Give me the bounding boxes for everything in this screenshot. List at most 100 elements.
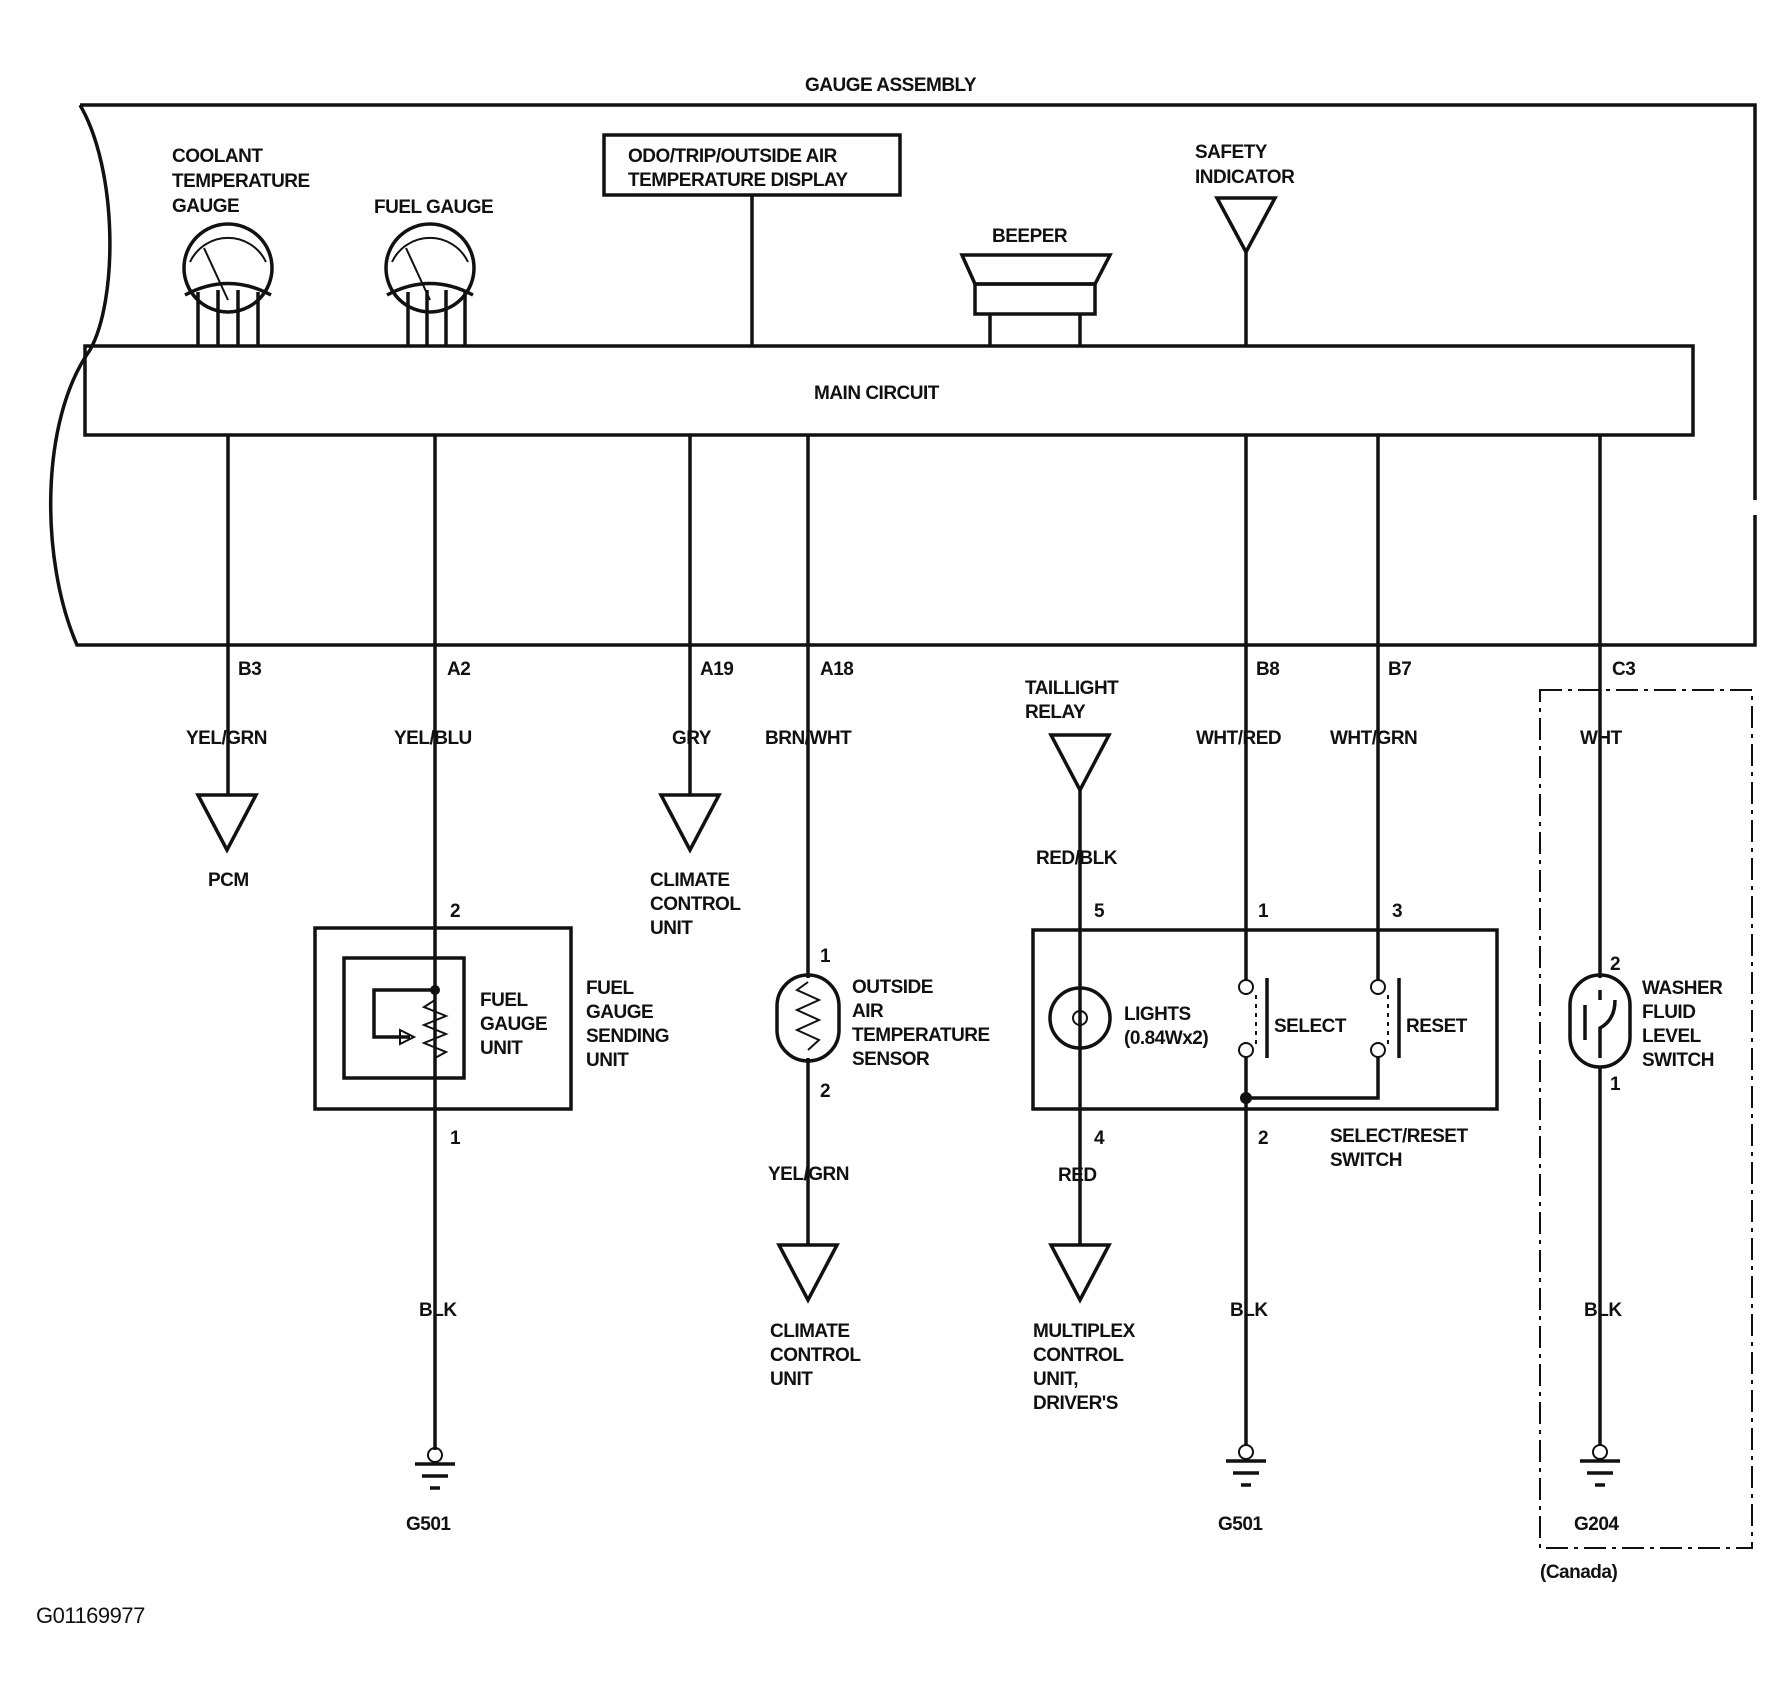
beeper: BEEPER bbox=[959, 226, 1113, 346]
wire-color-a2-ground: BLK bbox=[419, 1300, 457, 1321]
pin-a18-top: 1 bbox=[820, 946, 831, 967]
wire-color-taillight: RED/BLK bbox=[1036, 848, 1118, 869]
wire-color-b7: WHT/GRN bbox=[1330, 728, 1417, 749]
wire-color-a18: BRN/WHT bbox=[765, 728, 852, 749]
terminal-b3: B3 bbox=[238, 659, 261, 680]
odo-display-label-1: ODO/TRIP/OUTSIDE AIR bbox=[628, 146, 838, 167]
switch-name-2: SWITCH bbox=[1330, 1150, 1402, 1171]
climate-unit-a18-label-3: UNIT bbox=[770, 1369, 813, 1390]
wire-color-b8: WHT/RED bbox=[1196, 728, 1281, 749]
fuel-gauge-unit-label-1: FUEL bbox=[480, 990, 529, 1011]
main-circuit-label: MAIN CIRCUIT bbox=[814, 383, 940, 404]
ground-g204: G204 bbox=[1574, 1514, 1619, 1535]
wire-color-lights-bottom: RED bbox=[1058, 1165, 1097, 1186]
coolant-gauge-label-3: GAUGE bbox=[172, 196, 239, 217]
wire-color-a18-bottom: YEL/GRN bbox=[768, 1164, 849, 1185]
sensor-label-2: AIR bbox=[852, 1001, 884, 1022]
circuit-b8: B8 WHT/RED 1 SELECT 2 BLK G501 bbox=[1196, 435, 1380, 1535]
climate-unit-a19-label-2: CONTROL bbox=[650, 894, 741, 915]
taillight-relay-label-2: RELAY bbox=[1025, 702, 1086, 723]
fuel-sending-unit-label-4: UNIT bbox=[586, 1050, 629, 1071]
climate-unit-a19-label-3: UNIT bbox=[650, 918, 693, 939]
washer-switch-label-1: WASHER bbox=[1642, 978, 1723, 999]
coolant-temperature-gauge: COOLANT TEMPERATURE GAUGE bbox=[172, 146, 310, 346]
pin-washer-top: 2 bbox=[1610, 954, 1620, 975]
safety-indicator: SAFETY INDICATOR bbox=[1195, 142, 1296, 346]
temperature-sensor-symbol bbox=[775, 973, 841, 1063]
wire-color-b3: YEL/GRN bbox=[186, 728, 267, 749]
safety-indicator-label-1: SAFETY bbox=[1195, 142, 1268, 163]
ground-g501-right: G501 bbox=[1218, 1514, 1263, 1535]
fuel-gauge-label: FUEL GAUGE bbox=[374, 197, 493, 218]
coolant-gauge-label-2: TEMPERATURE bbox=[172, 171, 310, 192]
ground-symbol bbox=[415, 1447, 455, 1490]
climate-unit-a18-label-2: CONTROL bbox=[770, 1345, 861, 1366]
circuit-a2: A2 YEL/BLU 2 FUEL GAUGE UNIT FUEL GAUGE … bbox=[313, 435, 670, 1535]
gauge-assembly: GAUGE ASSEMBLY bbox=[48, 75, 1757, 647]
fuel-sending-unit-label-2: GAUGE bbox=[586, 1002, 653, 1023]
climate-unit-a18-label-1: CLIMATE bbox=[770, 1321, 850, 1342]
wire-color-a2: YEL/BLU bbox=[394, 728, 472, 749]
sensor-label-1: OUTSIDE bbox=[852, 977, 933, 998]
pin-lights-top: 5 bbox=[1094, 901, 1105, 922]
odo-display-label-2: TEMPERATURE DISPLAY bbox=[628, 170, 848, 191]
beeper-label: BEEPER bbox=[992, 226, 1068, 247]
pcm-label: PCM bbox=[208, 870, 249, 891]
canada-note: (Canada) bbox=[1540, 1562, 1617, 1583]
pin-washer-bottom: 1 bbox=[1610, 1074, 1621, 1095]
light-bulb-icon bbox=[1048, 986, 1112, 1050]
lights-rating: (0.84Wx2) bbox=[1124, 1028, 1208, 1049]
washer-switch-label-2: FLUID bbox=[1642, 1002, 1695, 1023]
pin-a2-bottom: 1 bbox=[450, 1128, 461, 1149]
washer-switch-label-4: SWITCH bbox=[1642, 1050, 1714, 1071]
wire-color-c3: WHT bbox=[1580, 728, 1623, 749]
fuel-sending-unit-label-3: SENDING bbox=[586, 1026, 669, 1047]
pin-reset-top: 3 bbox=[1392, 901, 1402, 922]
pin-a2-top: 2 bbox=[450, 901, 460, 922]
circuit-taillight: TAILLIGHT RELAY RED/BLK 5 LIGHTS (0.84Wx… bbox=[1025, 678, 1209, 1414]
sensor-label-4: SENSOR bbox=[852, 1049, 930, 1070]
fuel-gauge: FUEL GAUGE bbox=[374, 197, 494, 346]
select-reset-switch: SELECT/RESET SWITCH bbox=[1031, 928, 1499, 1171]
terminal-b8: B8 bbox=[1256, 659, 1279, 680]
gauge-assembly-title: GAUGE ASSEMBLY bbox=[805, 75, 977, 96]
wire-color-b8-ground: BLK bbox=[1230, 1300, 1268, 1321]
terminal-b7: B7 bbox=[1388, 659, 1411, 680]
figure-id: G01169977 bbox=[36, 1603, 145, 1628]
terminal-c3: C3 bbox=[1612, 659, 1635, 680]
pin-select-top: 1 bbox=[1258, 901, 1269, 922]
taillight-relay-label-1: TAILLIGHT bbox=[1025, 678, 1119, 699]
circuit-b3: B3 YEL/GRN PCM bbox=[186, 435, 267, 891]
circuit-c3: C3 WHT 2 1 WASHER FLUID LEVEL SWITCH BLK… bbox=[1539, 435, 1753, 1583]
wire-color-c3-ground: BLK bbox=[1584, 1300, 1622, 1321]
sensor-label-3: TEMPERATURE bbox=[852, 1025, 990, 1046]
washer-switch-label-3: LEVEL bbox=[1642, 1026, 1702, 1047]
pin-lights-bottom: 4 bbox=[1094, 1128, 1105, 1149]
main-circuit: MAIN CIRCUIT bbox=[83, 344, 1695, 437]
ground-symbol bbox=[1580, 1444, 1620, 1487]
select-switch-label: SELECT bbox=[1274, 1016, 1347, 1037]
odo-trip-display: ODO/TRIP/OUTSIDE AIR TEMPERATURE DISPLAY bbox=[602, 133, 902, 346]
ground-g501-left: G501 bbox=[406, 1514, 451, 1535]
climate-unit-a19-label-1: CLIMATE bbox=[650, 870, 730, 891]
safety-indicator-label-2: INDICATOR bbox=[1195, 167, 1295, 188]
fuel-gauge-unit-label-3: UNIT bbox=[480, 1038, 523, 1059]
multiplex-label-4: DRIVER'S bbox=[1033, 1393, 1118, 1414]
pin-a18-bottom: 2 bbox=[820, 1081, 830, 1102]
level-switch-symbol bbox=[1568, 973, 1632, 1069]
coolant-gauge-label-1: COOLANT bbox=[172, 146, 263, 167]
lights-label: LIGHTS bbox=[1124, 1004, 1191, 1025]
circuit-a19: A19 GRY CLIMATE CONTROL UNIT bbox=[650, 435, 742, 939]
multiplex-label-2: CONTROL bbox=[1033, 1345, 1124, 1366]
switch-name-1: SELECT/RESET bbox=[1330, 1126, 1468, 1147]
multiplex-label-1: MULTIPLEX bbox=[1033, 1321, 1136, 1342]
multiplex-label-3: UNIT, bbox=[1033, 1369, 1078, 1390]
ground-symbol bbox=[1226, 1444, 1266, 1487]
circuit-b7: B7 WHT/GRN 3 RESET bbox=[1330, 435, 1468, 1058]
wire-color-a19: GRY bbox=[672, 728, 712, 749]
terminal-a2: A2 bbox=[447, 659, 470, 680]
reset-switch-label: RESET bbox=[1406, 1016, 1468, 1037]
fuel-gauge-unit-label-2: GAUGE bbox=[480, 1014, 547, 1035]
circuit-a18: A18 BRN/WHT 1 OUTSIDE AIR TEMPERATURE SE… bbox=[765, 435, 990, 1390]
